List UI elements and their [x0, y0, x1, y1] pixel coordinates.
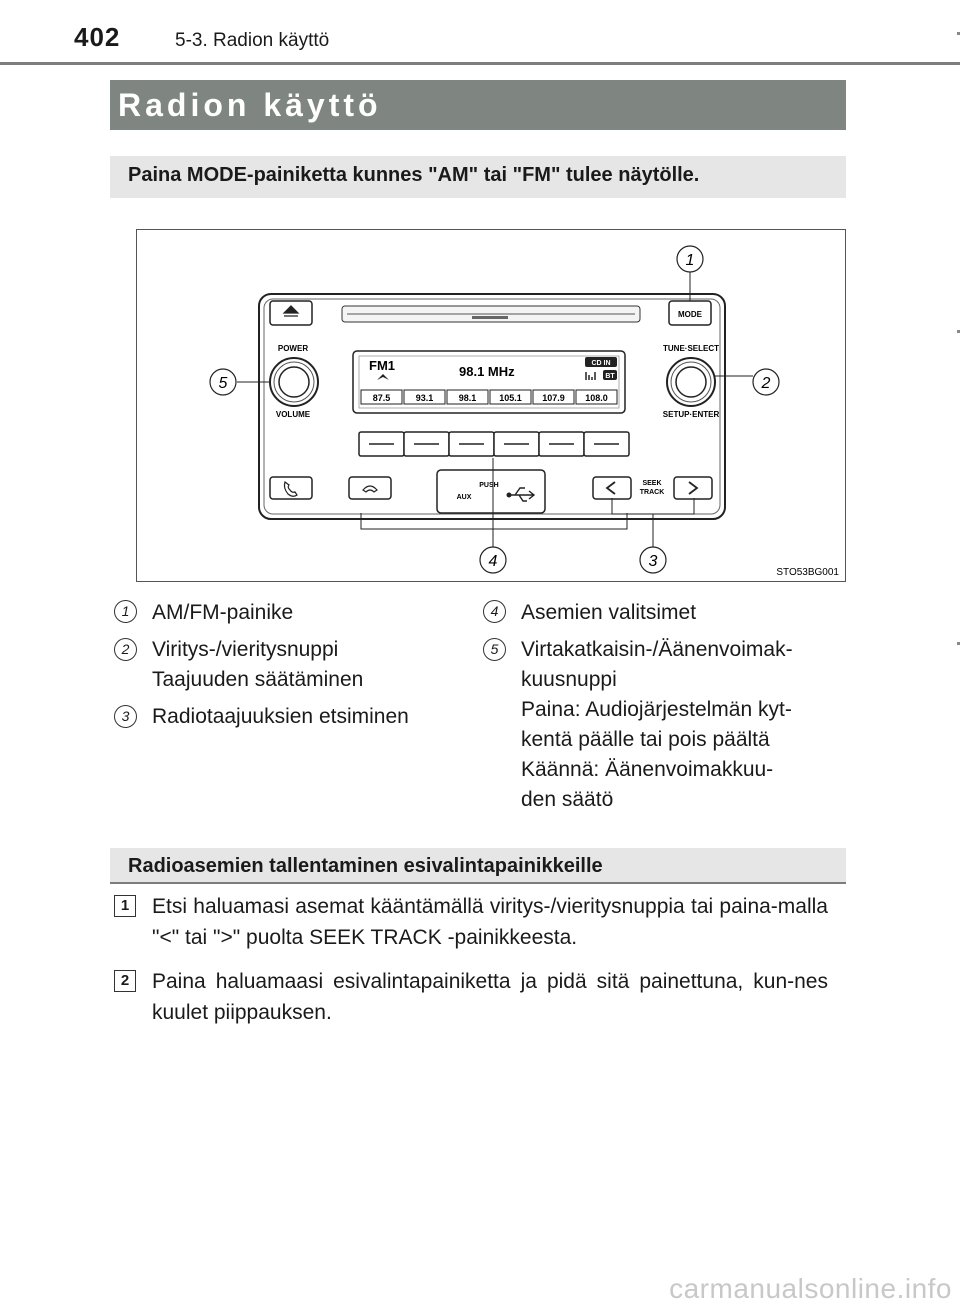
- preset-buttons: [358, 431, 630, 457]
- seek-forward-button: [673, 476, 713, 500]
- legend-num-4: 4: [483, 600, 506, 623]
- callout-2: 2: [752, 368, 780, 396]
- step-text-2: Paina haluamaasi esivalintapainiketta ja…: [152, 970, 828, 1024]
- callout-1: 1: [676, 245, 704, 273]
- legend-num-1: 1: [114, 600, 137, 623]
- signal-icon: [585, 372, 596, 380]
- legend-num-5: 5: [483, 638, 506, 661]
- step-num-2: 2: [114, 970, 136, 992]
- display-preset-cell: [575, 389, 618, 405]
- step-num-1: 1: [114, 895, 136, 917]
- legend-num-3: 3: [114, 705, 137, 728]
- seek-back-button: [592, 476, 632, 500]
- display-cd-in: CD IN: [591, 360, 610, 367]
- seek-back-icon: [605, 481, 616, 495]
- phone-hangup-button: [348, 476, 392, 500]
- figure-code: STO53BG001: [776, 567, 839, 578]
- display-preset-value: 107.9: [542, 393, 565, 403]
- edge-mark: [957, 32, 960, 35]
- legend-text-2a: Viritys-/vieritysnuppi: [152, 638, 339, 661]
- legend-text-2b: Taajuuden säätäminen: [152, 668, 364, 691]
- svg-text:1: 1: [686, 252, 695, 269]
- legend-text-5d: kentä päälle tai pois päältä: [521, 728, 770, 751]
- display-presets: 87.5 93.1 98.1 105.1 107.9 108.0: [360, 389, 618, 405]
- tune-select-label: TUNE·SELECT: [663, 344, 719, 353]
- legend-text-4: Asemien valitsimet: [521, 601, 697, 624]
- display-preset-value: 105.1: [499, 393, 522, 403]
- phone-hangup-icon: [362, 485, 378, 493]
- rds-icon: [377, 374, 389, 380]
- power-label: POWER: [278, 344, 308, 353]
- callout-4: 4: [479, 546, 507, 574]
- display-frequency: 98.1 MHz: [459, 364, 515, 379]
- step-text-1: Etsi haluamasi asemat kääntämällä virity…: [152, 895, 828, 949]
- eject-icon: [282, 305, 300, 317]
- svg-text:5: 5: [219, 375, 228, 392]
- radio-figure: MODE POWER VOLUME TUNE·SELECT SETUP·ENTE…: [136, 229, 846, 582]
- setup-enter-label: SETUP·ENTER: [663, 410, 720, 419]
- page-number: 402: [74, 22, 121, 52]
- seek-label: SEEK: [642, 480, 661, 487]
- mode-label: MODE: [678, 310, 703, 319]
- edge-mark: [957, 330, 960, 333]
- svg-text:3: 3: [649, 553, 658, 570]
- svg-text:4: 4: [489, 553, 498, 570]
- track-label: TRACK: [640, 489, 665, 496]
- display-preset-value: 87.5: [373, 393, 391, 403]
- display-preset-cell: [489, 389, 532, 405]
- usb-icon: [509, 487, 536, 502]
- display-preset-cell: [360, 389, 403, 405]
- legend-text-5b: kuusnuppi: [521, 668, 617, 691]
- legend-text-5e: Käännä: Äänenvoimakkuu-: [521, 758, 774, 781]
- legend-text-5a: Virtakatkaisin-/Äänenvoimak-: [521, 638, 793, 661]
- callout-5: 5: [209, 368, 237, 396]
- phone-answer-button: [269, 476, 313, 500]
- aux-usb-port: [436, 469, 546, 514]
- legend-text-3: Radiotaajuuksien etsiminen: [152, 705, 409, 728]
- section-label: 5-3. Radion käyttö: [175, 30, 330, 51]
- header-rule: [0, 62, 960, 65]
- push-label: PUSH: [479, 482, 498, 489]
- display-preset-cell: [403, 389, 446, 405]
- display-preset-value: 98.1: [459, 393, 477, 403]
- callout-3: 3: [639, 546, 667, 574]
- display-preset-cell: [532, 389, 575, 405]
- display-bt: BT: [605, 373, 615, 380]
- instruction-bar: Paina MODE-painiketta kunnes "AM" tai "F…: [110, 156, 846, 198]
- legend-num-2: 2: [114, 638, 137, 661]
- legend-text-5f: den säätö: [521, 788, 614, 811]
- display-preset-cell: [446, 389, 489, 405]
- volume-label: VOLUME: [276, 410, 311, 419]
- svg-text:2: 2: [761, 375, 771, 392]
- subsection-heading: Radioasemien tallentaminen esivalintapai…: [110, 848, 846, 884]
- display-preset-value: 108.0: [585, 393, 608, 403]
- aux-label: AUX: [457, 494, 472, 501]
- legend-text-5c: Paina: Audiojärjestelmän kyt-: [521, 698, 792, 721]
- display-preset-value: 93.1: [416, 393, 434, 403]
- phone-answer-icon: [283, 481, 298, 497]
- legend-text-1: AM/FM-painike: [152, 601, 294, 624]
- watermark: carmanualsonline.info: [669, 1273, 952, 1304]
- seek-forward-icon: [688, 481, 699, 495]
- edge-mark: [957, 642, 960, 645]
- page-title: Radion käyttö: [110, 80, 846, 130]
- display-band: FM1: [369, 358, 395, 373]
